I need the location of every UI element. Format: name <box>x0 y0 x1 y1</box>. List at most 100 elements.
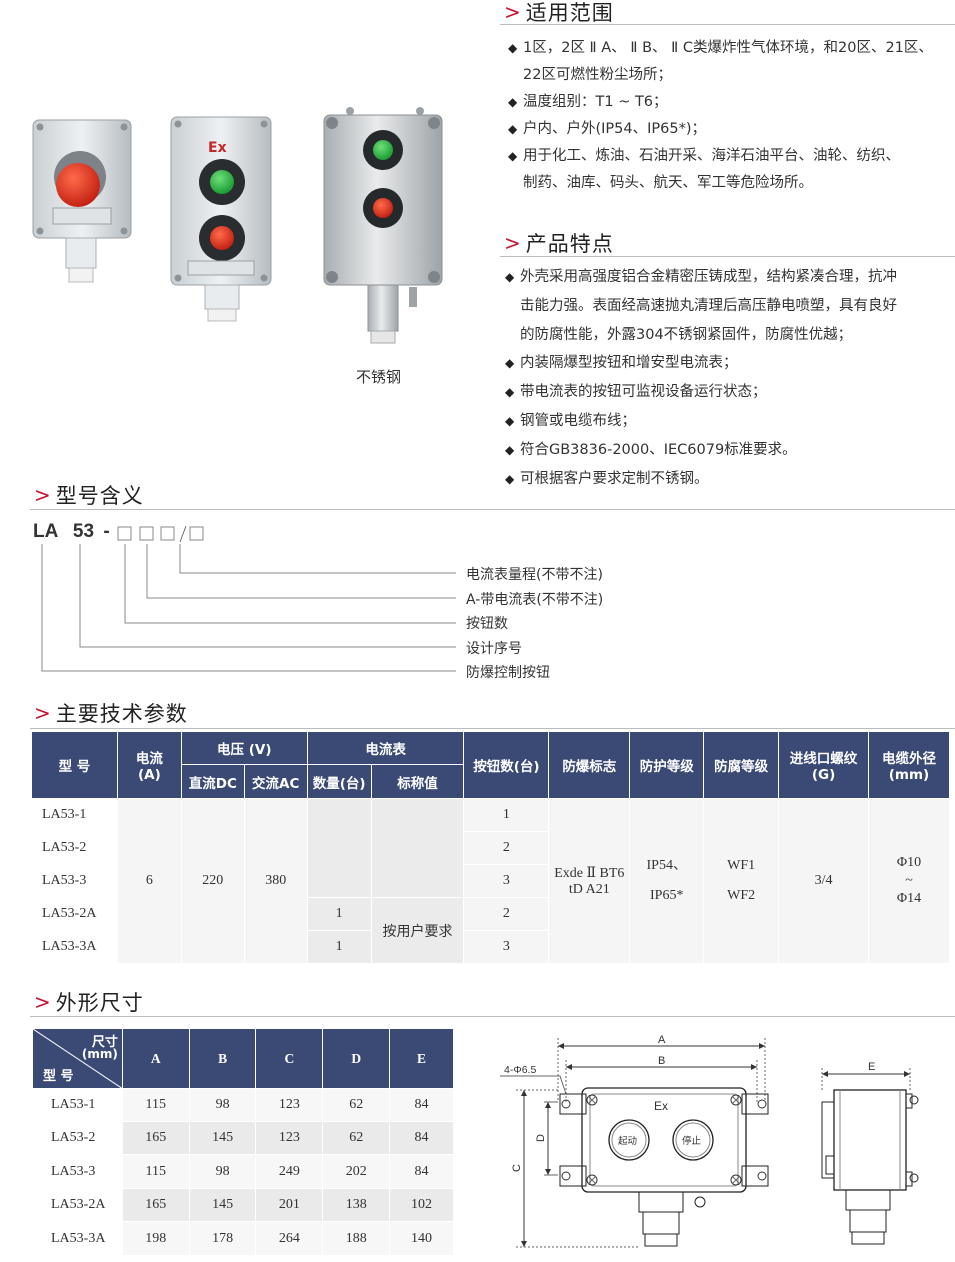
cell-model: LA53-3 <box>32 1154 123 1189</box>
cell-b: 98 <box>188 1088 257 1122</box>
table-row: LA53-2A 1 按用户要求 2 <box>31 897 950 964</box>
cell-buttons: 2 <box>463 897 550 931</box>
feature-item: 内装隔爆型按钮和增安型电流表； <box>505 349 955 378</box>
cell-qty <box>306 798 372 898</box>
cell-c: 201 <box>255 1188 324 1222</box>
cell-model: LA53-1 <box>31 798 118 832</box>
features-heading-text: 产品特点 <box>525 232 614 256</box>
cell-d: 138 <box>322 1188 391 1222</box>
cell-a: 115 <box>121 1088 190 1122</box>
label-c: C <box>511 1164 523 1172</box>
dimensions-heading: > 外形尺寸 <box>34 987 144 1017</box>
cell-qty: 1 <box>306 897 372 931</box>
protection-line2: IP65* <box>650 888 684 903</box>
leader-ammeter <box>146 544 456 599</box>
feature-item: 击能力强。表面经高速抛丸清理后高压静电喷塑，具有良好 <box>520 297 897 314</box>
cell-e: 140 <box>389 1221 454 1256</box>
mount-ear-tr <box>741 1093 769 1115</box>
th-voltage: 电压 (V) <box>180 731 308 765</box>
code-dash: - <box>103 521 110 542</box>
chevron-right-icon: > <box>34 990 52 1014</box>
label-design-number: 设计序号 <box>466 641 522 657</box>
chevron-right-icon: > <box>504 231 522 255</box>
label-ammeter-range: 电流表量程(不带不注) <box>466 567 603 583</box>
cell-model: LA53-2 <box>31 831 118 865</box>
scope-item: 用于化工、炼油、石油开采、海洋石油平台、油轮、纺织、 <box>508 143 955 170</box>
label-ex: Ex <box>654 1099 668 1113</box>
th-dim-d: D <box>322 1028 391 1089</box>
cell-dc: 220 <box>180 798 245 964</box>
scope-divider <box>500 24 955 25</box>
start-button-outline <box>608 1119 650 1161</box>
model-meaning-divider <box>30 509 955 510</box>
mount-hole <box>757 1171 767 1181</box>
th-thread-unit: (G) <box>811 767 836 783</box>
feature-item: 的防腐性能，外露304不锈钢紧固件，防腐性优越； <box>520 326 853 343</box>
th-dim-c: C <box>255 1028 324 1089</box>
screw-icon <box>730 1094 742 1106</box>
cell-a: 198 <box>121 1221 190 1256</box>
table-row: LA53-2 165 145 123 62 84 <box>32 1121 454 1155</box>
chevron-right-icon: > <box>504 0 522 24</box>
diagonal-divider <box>33 1029 123 1089</box>
dimensions-heading-text: 外形尺寸 <box>55 991 144 1015</box>
cell-model: LA53-2 <box>32 1121 123 1155</box>
th-dim-model: 型 号 <box>43 1069 74 1084</box>
features-list: 外壳采用高强度铝合金精密压铸成型，结构紧凑合理，抗冲 击能力强。表面经高速抛丸清… <box>505 263 955 493</box>
th-dim-a: A <box>121 1028 190 1089</box>
dimensions-divider <box>30 1016 955 1017</box>
th-cable: 电缆外径(mm) <box>867 731 951 799</box>
scope-item: 1区，2区 Ⅱ A、 Ⅱ B、 Ⅱ C类爆炸性气体环境，和20区、21区、 <box>508 35 955 62</box>
scope-list: 1区，2区 Ⅱ A、 Ⅱ B、 Ⅱ C类爆炸性气体环境，和20区、21区、 22… <box>508 35 955 197</box>
cell-buttons: 3 <box>463 864 550 898</box>
leader-design-number <box>79 544 456 648</box>
label-holes: 4-Φ6.5 <box>504 1064 536 1076</box>
cell-b: 145 <box>188 1188 257 1222</box>
label-ammeter: A-带电流表(不带不注) <box>466 592 604 608</box>
cell-e: 102 <box>389 1188 454 1222</box>
cell-cable: Φ10~Φ14 <box>867 798 951 964</box>
single-button-box <box>32 119 132 283</box>
mount-ear-bl <box>559 1165 587 1187</box>
svg-text:Ex: Ex <box>208 140 227 156</box>
th-cable-unit: (mm) <box>888 767 930 783</box>
cell-current: 6 <box>116 798 182 964</box>
th-model: 型 号 <box>31 731 118 799</box>
table-row: LA53-3 3 <box>31 864 950 898</box>
anticorrosion-line2: WF2 <box>727 888 756 903</box>
cell-thread: 3/4 <box>778 798 869 964</box>
code-box-1 <box>117 526 132 541</box>
cell-a: 165 <box>121 1121 190 1155</box>
code-la: LA <box>33 521 58 542</box>
model-meaning-heading: > 型号含义 <box>34 480 144 510</box>
cell-model: LA53-2A <box>32 1188 123 1222</box>
th-current-label: 电流 <box>135 751 163 767</box>
protection-line1: IP54、 <box>646 858 687 873</box>
th-current-unit: (A) <box>137 767 161 783</box>
label-e: E <box>868 1061 875 1073</box>
th-dim-size: 尺寸 <box>91 1035 118 1050</box>
side-gland <box>845 1189 891 1211</box>
code-53: 53 <box>72 521 95 542</box>
cell-e: 84 <box>389 1154 454 1189</box>
label-button-count: 按钮数 <box>466 616 508 632</box>
cell-d: 202 <box>322 1154 391 1189</box>
cell-b: 178 <box>188 1221 257 1256</box>
th-thread: 进线口螺纹(G) <box>778 731 869 799</box>
table-row: LA53-1 115 98 123 62 84 <box>32 1088 454 1122</box>
label-b: B <box>658 1055 665 1067</box>
scope-item: 户内、户外(IP54、IP65*)； <box>508 116 955 143</box>
cell-buttons: 1 <box>463 798 550 832</box>
code-box-3 <box>160 526 175 541</box>
features-heading: > 产品特点 <box>504 228 614 258</box>
cell-protection: IP54、 IP65* <box>629 798 705 964</box>
screw-icon <box>730 1174 742 1186</box>
th-dim-unit: (mm) <box>81 1047 118 1061</box>
label-ex-button: 防爆控制按钮 <box>466 665 550 681</box>
dimensions-table: 尺寸 (mm) 型 号 A B C D E LA53-1 115 98 123 … <box>32 1028 454 1256</box>
cell-c: 123 <box>255 1121 324 1155</box>
th-protection: 防护等级 <box>629 731 705 799</box>
code-box-2 <box>139 526 154 541</box>
cell-d: 188 <box>322 1221 391 1256</box>
